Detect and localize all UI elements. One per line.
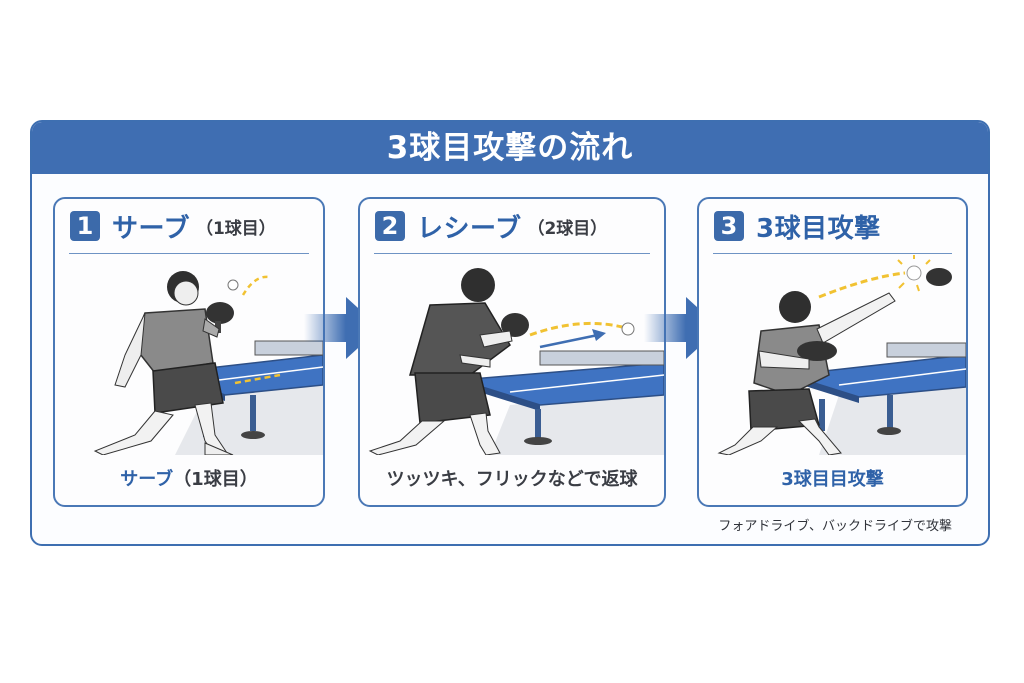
step-title: サーブ: [112, 213, 190, 244]
step-panel-serve: 1 サーブ （1球目）: [53, 197, 325, 507]
step-header: 3 3球目攻撃: [713, 199, 952, 254]
step-number-badge: 1: [70, 211, 100, 241]
step-subtitle: （1球目）: [195, 218, 276, 239]
flow-card: 3球目攻撃の流れ 1 サーブ （1球目）: [30, 120, 990, 546]
caption-main: 3球目目攻撃: [781, 469, 884, 490]
step-title: 3球目攻撃: [756, 213, 881, 244]
serve-illustration: [55, 255, 323, 456]
attack-illustration: [699, 255, 966, 456]
step-header: 1 サーブ （1球目）: [69, 199, 309, 254]
step-number-badge: 3: [714, 211, 744, 241]
caption-sub: （1球目）: [173, 469, 258, 490]
step-caption: サーブ（1球目）: [55, 465, 323, 491]
step-number-badge: 2: [375, 211, 405, 241]
step-title: レシーブ: [417, 213, 522, 244]
page-title: 3球目攻撃の流れ: [32, 122, 988, 174]
step-panel-receive: 2 レシーブ （2球目）: [358, 197, 666, 507]
step-subtitle: （2球目）: [527, 218, 608, 239]
attack-footnote: フォアドライブ、バックドライブで攻撃: [718, 519, 952, 534]
caption-main: ツッツキ、フリックなどで返球: [386, 469, 638, 490]
step-header: 2 レシーブ （2球目）: [374, 199, 650, 254]
caption-main: サーブ: [120, 469, 174, 490]
receive-illustration: [360, 255, 664, 456]
step-panel-attack: 3 3球目攻撃: [697, 197, 968, 507]
step-caption: ツッツキ、フリックなどで返球: [360, 465, 664, 491]
step-caption: 3球目目攻撃: [699, 465, 966, 491]
